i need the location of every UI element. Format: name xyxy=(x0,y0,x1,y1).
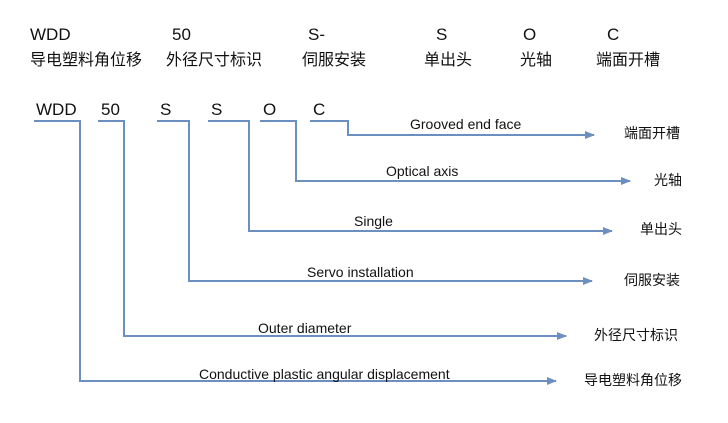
code-wdd: WDD xyxy=(36,100,77,119)
header-label-servo: 伺服安装 xyxy=(302,50,367,69)
connector-servo xyxy=(157,120,593,285)
code-s-single: S xyxy=(211,100,223,119)
header-label-wdd: 导电塑料角位移 xyxy=(30,50,143,69)
header-code-o: O xyxy=(523,25,537,44)
label-cn-conductive: 导电塑料角位移 xyxy=(584,373,682,389)
header-label-optical: 光轴 xyxy=(520,50,553,69)
code-c: C xyxy=(313,100,326,119)
desc-optical-axis: Optical axis xyxy=(386,163,459,179)
connector-optical xyxy=(260,120,631,185)
header-label-single: 单出头 xyxy=(424,50,473,69)
desc-outer-diameter: Outer diameter xyxy=(258,320,352,336)
label-cn-servo: 伺服安装 xyxy=(624,273,680,289)
desc-conductive-plastic: Conductive plastic angular displacement xyxy=(199,366,450,382)
desc-grooved-end-face: Grooved end face xyxy=(410,116,522,132)
connector-groove xyxy=(310,120,595,139)
label-cn-groove: 端面开槽 xyxy=(624,126,680,142)
header-label-50: 外径尺寸标识 xyxy=(166,50,263,69)
code-o: O xyxy=(263,100,277,119)
code-s-servo: S xyxy=(160,100,172,119)
code-50: 50 xyxy=(101,100,120,119)
header-code-c: C xyxy=(607,25,620,44)
desc-servo-installation: Servo installation xyxy=(307,264,414,280)
header-code-wdd: WDD xyxy=(30,25,71,44)
desc-single: Single xyxy=(354,213,393,229)
label-cn-outer: 外径尺寸标识 xyxy=(594,328,678,344)
header-code-s: S xyxy=(436,25,448,44)
label-cn-optical: 光轴 xyxy=(654,173,682,189)
header-label-groove: 端面开槽 xyxy=(596,50,661,69)
connector-50 xyxy=(98,120,567,340)
header-code-50: 50 xyxy=(172,25,191,44)
connector-wdd xyxy=(34,120,557,385)
header-code-s-dash: S- xyxy=(308,25,325,44)
connector-single xyxy=(208,120,613,235)
label-cn-single: 单出头 xyxy=(640,222,682,238)
